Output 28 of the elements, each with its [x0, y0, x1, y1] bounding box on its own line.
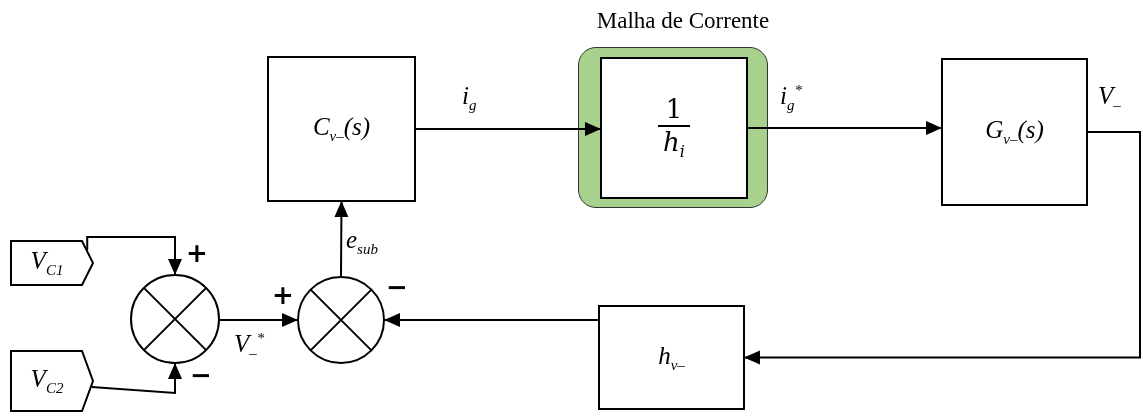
summing-junction [297, 276, 385, 364]
sign-label: + [272, 282, 294, 308]
signal-arrow [86, 236, 182, 275]
transfer-function-block [267, 56, 416, 202]
block-label: h$_{v–}$ [658, 341, 685, 374]
signal-arrow [334, 201, 349, 277]
block-label: C$_{v–}$(s) [312, 113, 371, 145]
signal-arrow [747, 121, 942, 135]
sign-label: − [190, 362, 212, 388]
transfer-function-block [941, 58, 1088, 206]
fraction-denominator: h$_{i}$ [663, 127, 685, 162]
loop-heading: Malha de Corrente [595, 8, 771, 34]
sign-label: − [386, 274, 408, 300]
input-label: V$_{C2}$ [30, 365, 64, 397]
signal-arrow [744, 131, 1141, 365]
signal-arrow [90, 363, 182, 395]
signal-arrow [384, 313, 599, 327]
fraction-numerator: 1 [657, 94, 691, 128]
block-label: G$_{v–}$(s) [985, 116, 1044, 148]
transfer-function-block [598, 305, 745, 410]
signal-arrow [219, 313, 298, 327]
signal-arrow [415, 122, 601, 136]
sign-label: + [186, 240, 208, 266]
input-pentagon [10, 350, 94, 412]
input-label: V$_{C1}$ [30, 247, 64, 279]
transfer-function-block [600, 57, 748, 199]
summing-junction [130, 274, 220, 364]
input-pentagon [10, 240, 94, 286]
